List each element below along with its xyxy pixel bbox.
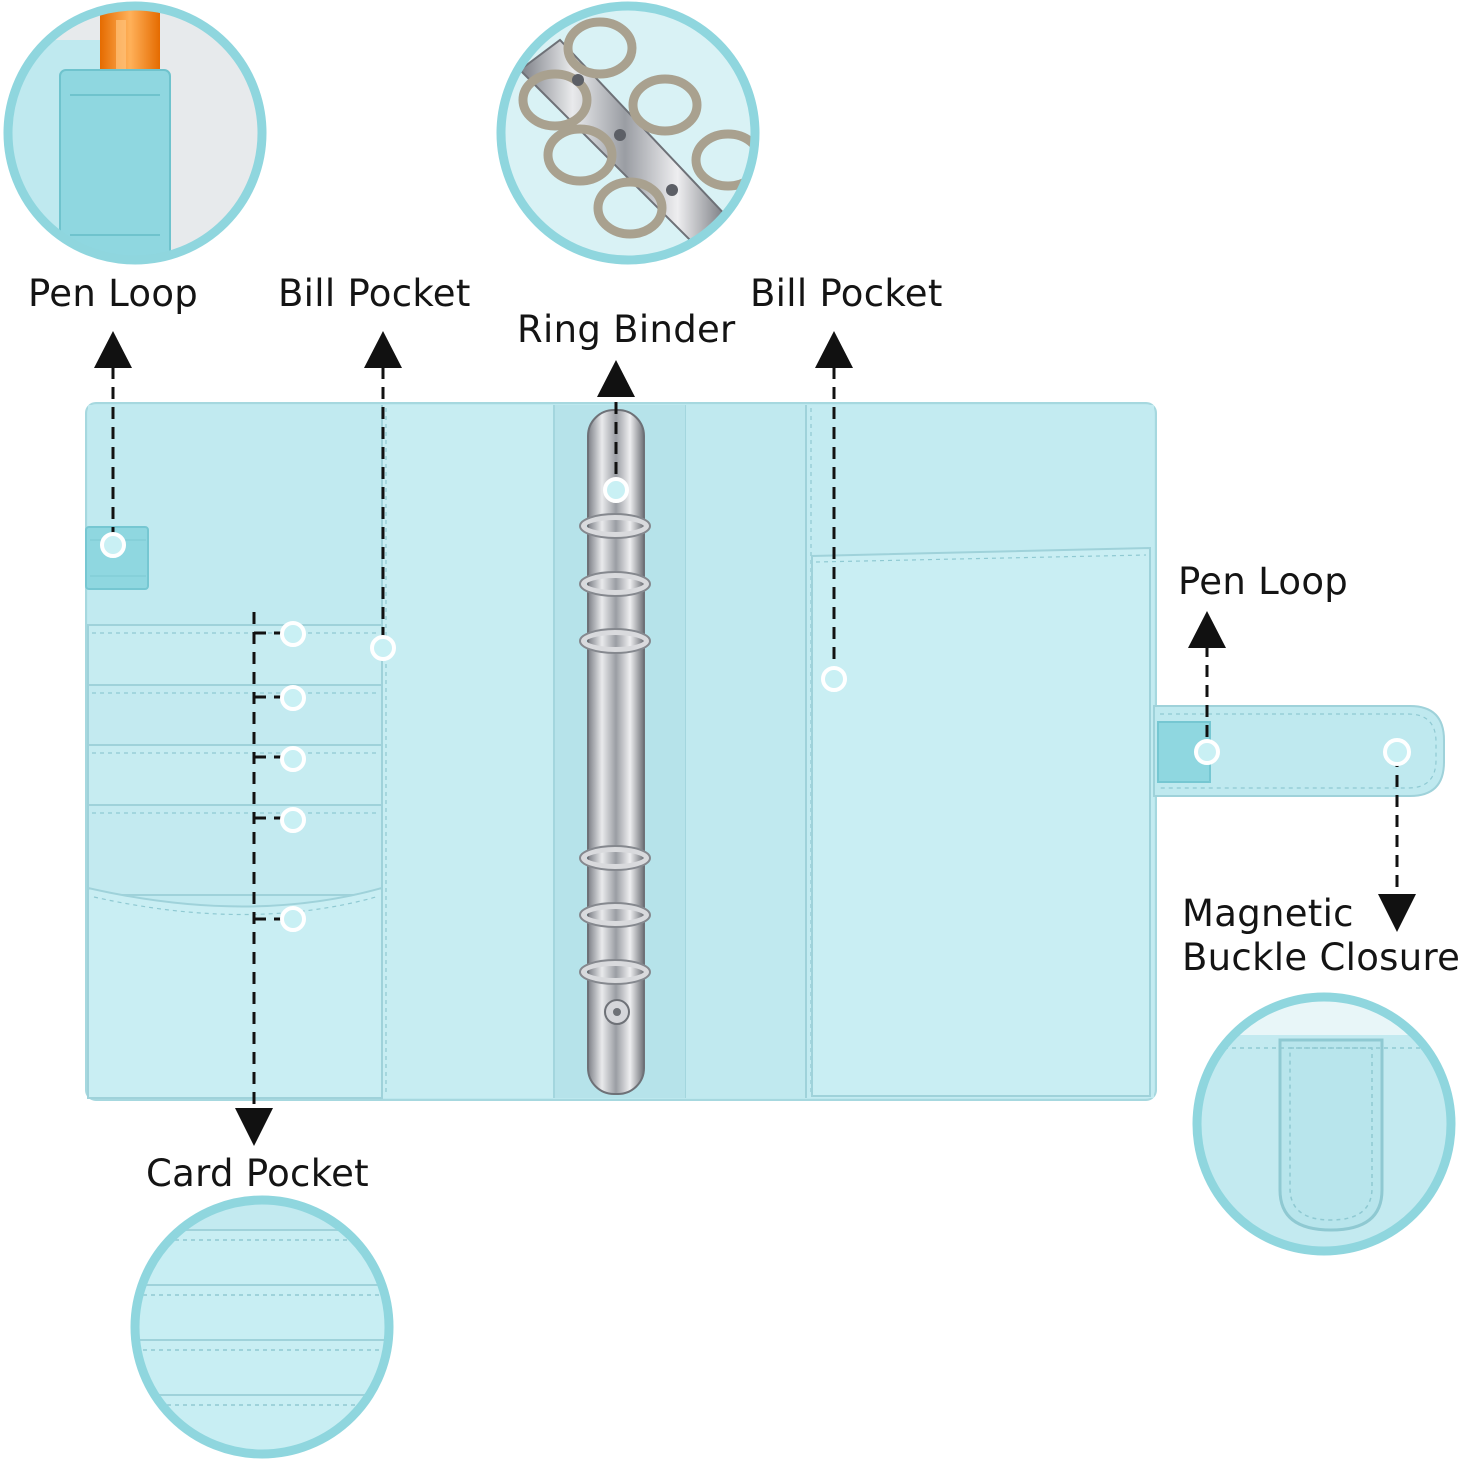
arrow-up-icon	[597, 360, 635, 397]
magnetic-strap	[1153, 705, 1445, 797]
callout-dot-icon	[370, 635, 396, 661]
arrowheads	[94, 331, 1416, 1146]
zoom-card-pocket	[130, 1195, 394, 1459]
label-pen-loop-right: Pen Loop	[1178, 560, 1349, 603]
zoom-ring-binder	[496, 1, 760, 265]
callout-dot-icon	[821, 666, 847, 692]
zoom-pen-loop	[3, 1, 267, 265]
callout-dot-icon	[280, 685, 306, 711]
callout-dot-icon	[1194, 739, 1220, 765]
leader-lines	[111, 367, 1399, 1108]
arrow-down-icon	[1378, 894, 1416, 932]
callout-dots	[100, 477, 1411, 932]
label-magnetic-buckle-closure: Magnetic Buckle Closure	[1182, 892, 1461, 979]
callout-dot-icon	[280, 807, 306, 833]
arrow-up-icon	[815, 331, 853, 368]
callout-dot-icon	[280, 906, 306, 932]
label-ring-binder: Ring Binder	[517, 308, 736, 351]
label-bill-pocket-right: Bill Pocket	[750, 272, 943, 315]
callout-dot-icon	[603, 477, 629, 503]
arrow-up-icon	[94, 331, 132, 368]
callout-dot-icon	[100, 532, 126, 558]
callout-dot-icon	[280, 621, 306, 647]
arrow-up-icon	[364, 331, 402, 368]
callout-dot-icon	[280, 746, 306, 772]
label-pen-loop-left: Pen Loop	[28, 272, 199, 315]
label-bill-pocket-left: Bill Pocket	[278, 272, 471, 315]
arrow-up-icon	[1188, 611, 1226, 648]
zoom-magnetic-buckle	[1192, 992, 1456, 1256]
callout-dot-icon	[1383, 738, 1411, 766]
ring-mechanism	[579, 409, 651, 1095]
label-card-pocket: Card Pocket	[146, 1152, 369, 1195]
arrow-down-icon	[235, 1108, 273, 1146]
card-pockets	[87, 624, 383, 1099]
